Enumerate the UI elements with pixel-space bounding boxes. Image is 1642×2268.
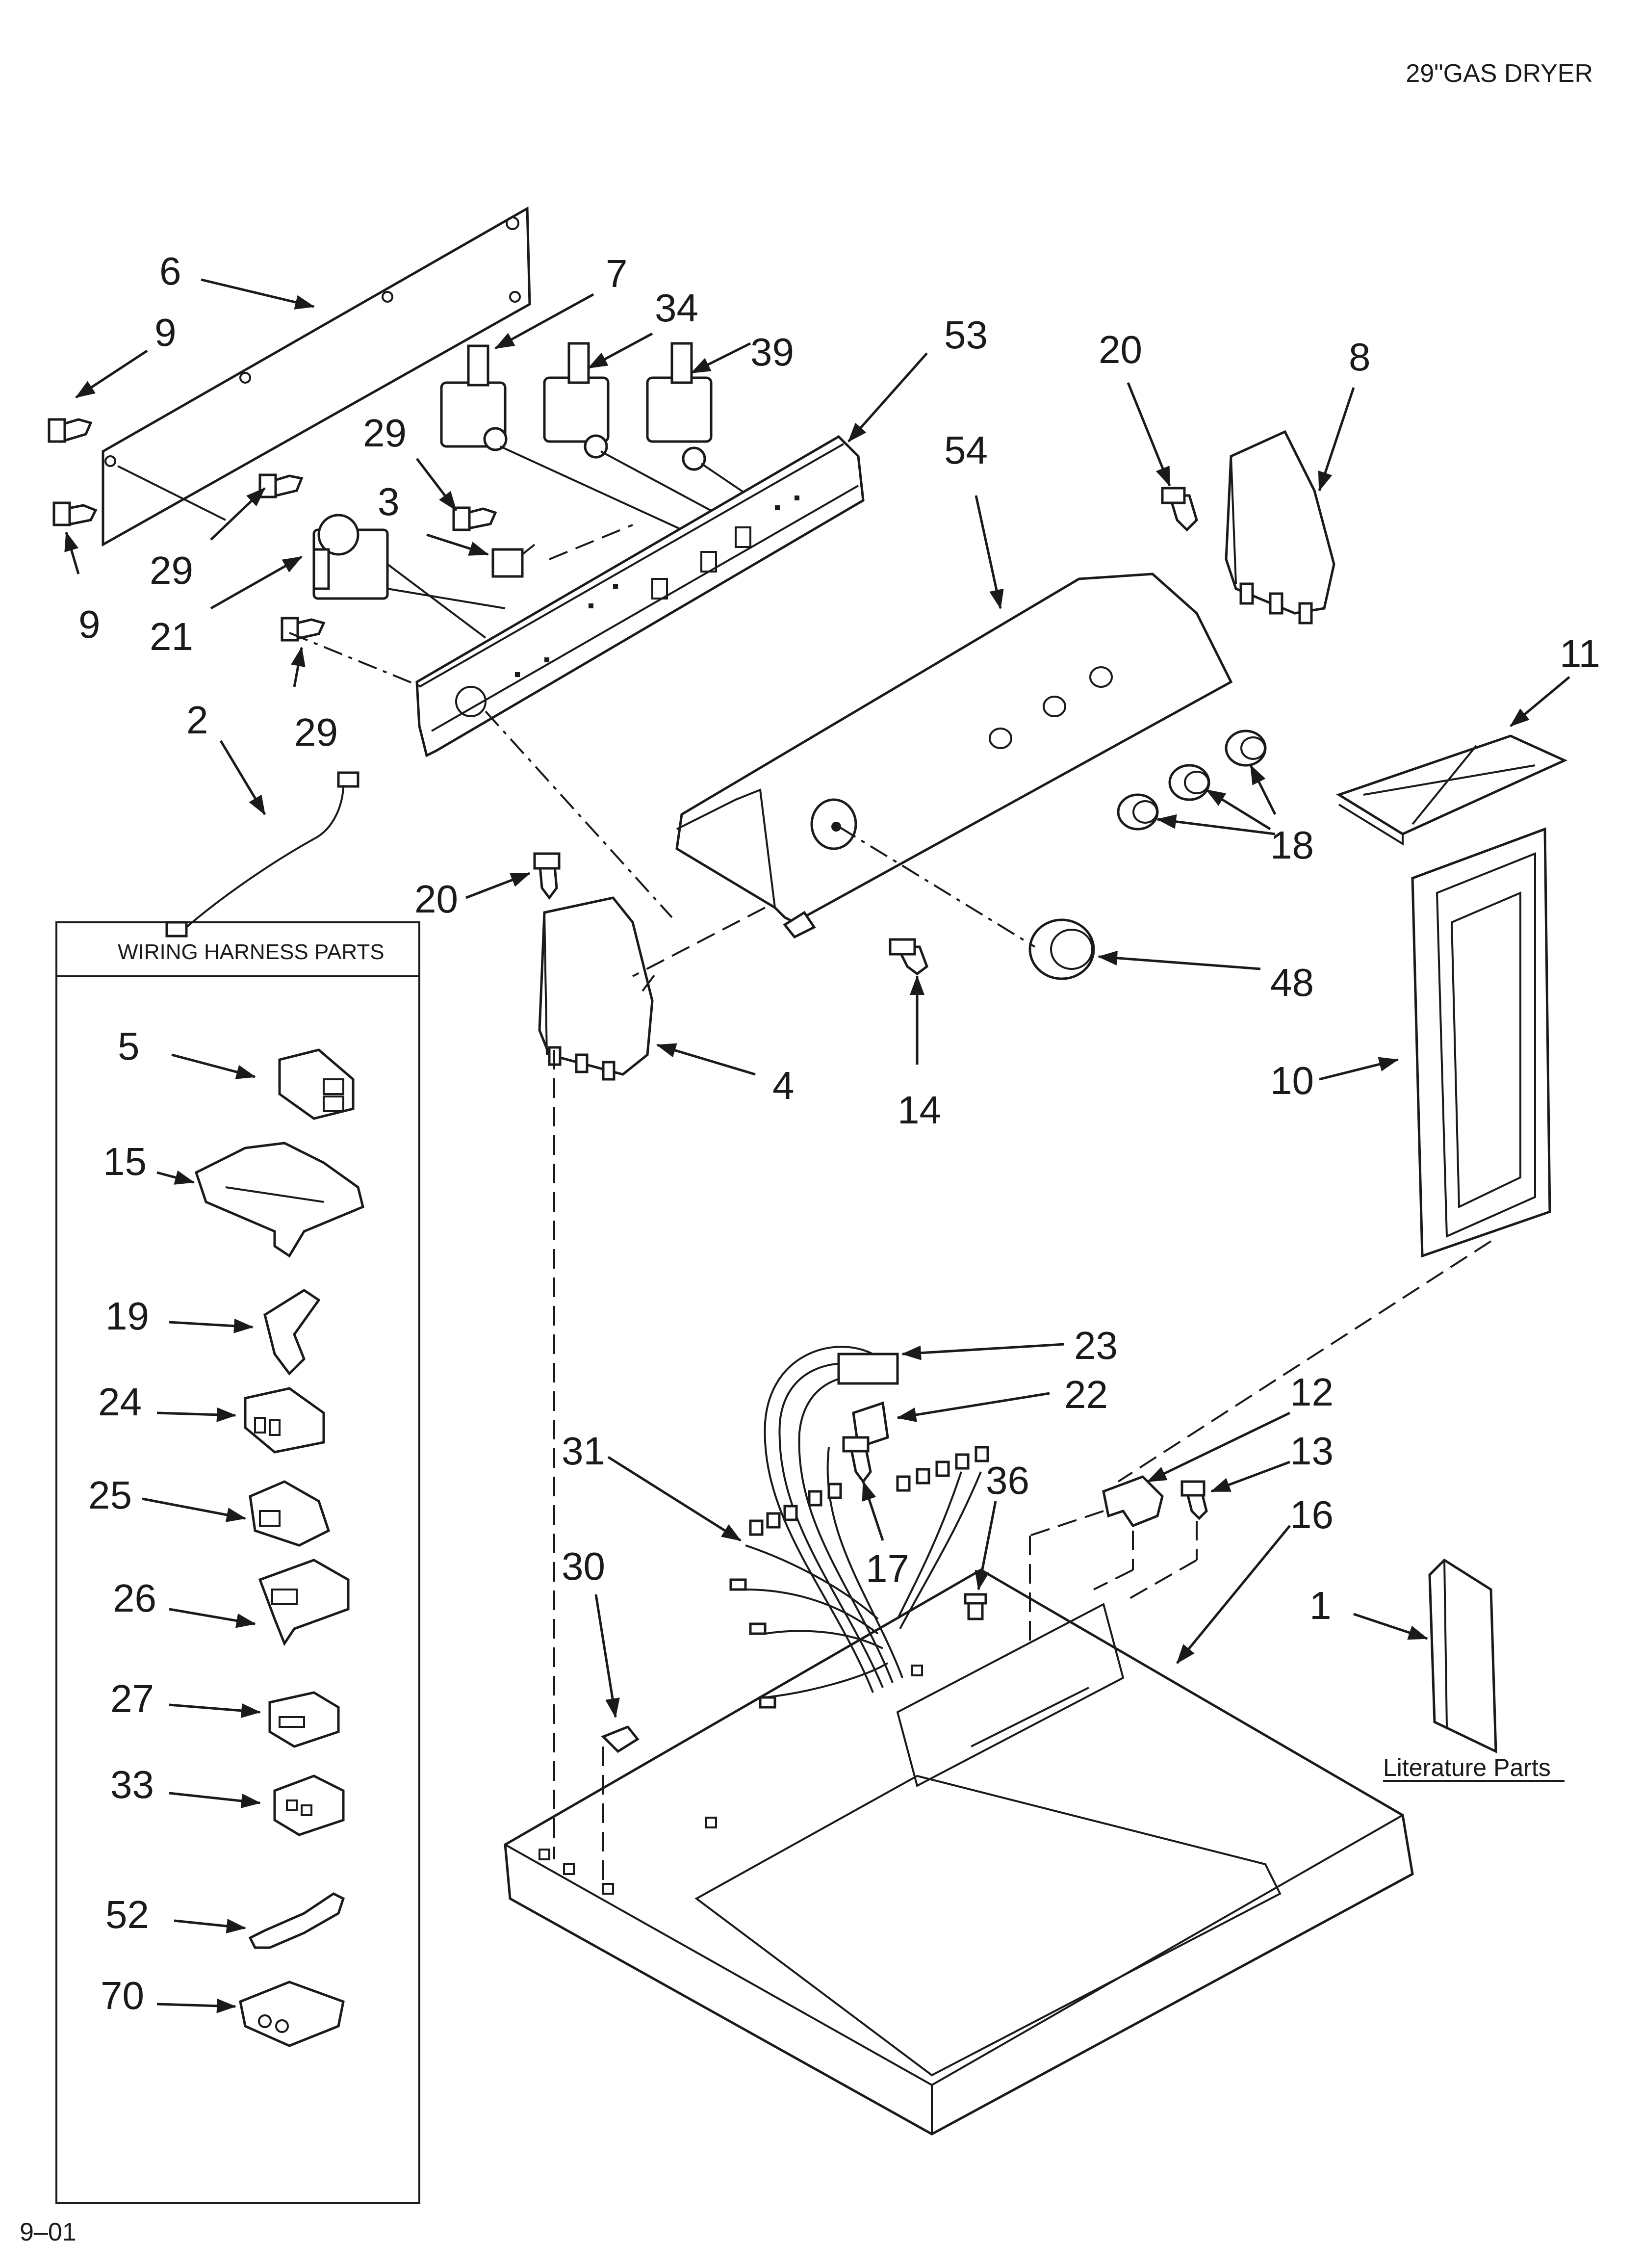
console-panel-part-54: [675, 573, 1233, 939]
harness-item-33: 33: [110, 1763, 154, 1806]
callout-17: 17: [866, 1547, 909, 1590]
bracket-part-12: [1102, 1475, 1164, 1528]
callout-39: 39: [750, 330, 794, 374]
callout-29-bottom: 29: [294, 710, 338, 754]
harness-item-24: 24: [98, 1380, 142, 1424]
screw-part-36: [964, 1593, 987, 1620]
terminal-part-52: [248, 1892, 345, 1949]
connector-part-24: [244, 1387, 325, 1454]
literature-block: 1 Literature Parts: [1309, 1584, 1565, 1782]
connector-part-26: [258, 1559, 350, 1646]
connector-part-15: [194, 1142, 364, 1258]
callout-6: 6: [159, 249, 181, 293]
screw-part-29-lower: [281, 617, 326, 642]
literature-part-1: [1428, 1558, 1497, 1754]
screw-part-13: [1180, 1480, 1208, 1520]
knob-part-18-c: [1117, 793, 1159, 831]
callout-20-right: 20: [1099, 328, 1142, 371]
callout-54: 54: [944, 428, 988, 472]
callout-30: 30: [562, 1544, 605, 1588]
callout-16: 16: [1290, 1493, 1334, 1537]
callout-21: 21: [150, 615, 193, 658]
screw-part-9-upper: [48, 418, 93, 443]
callout-14: 14: [898, 1088, 941, 1132]
wiring-harness-box: WIRING HARNESS PARTS 5 15 19 24 25: [55, 921, 420, 2204]
connector-part-25: [249, 1480, 331, 1547]
switch-part-34: [543, 342, 766, 541]
connector-part-70: [239, 1981, 345, 2047]
connector-part-27: [268, 1691, 340, 1748]
clip-part-19: [263, 1289, 321, 1376]
page-footer-code: 9–01: [20, 2218, 77, 2246]
knob-part-18-a: [1225, 730, 1267, 767]
callout-34: 34: [655, 286, 698, 330]
knob-part-48: [1028, 918, 1095, 980]
assembly-lines: [289, 524, 1492, 1884]
harness-item-26: 26: [113, 1576, 156, 1620]
harness-item-25: 25: [88, 1473, 132, 1517]
harness-item-70: 70: [101, 1974, 144, 2017]
lint-housing-part-10: [1411, 827, 1551, 1258]
timer-part-21: [312, 514, 506, 639]
callout-11: 11: [1560, 632, 1600, 676]
harness-item-5: 5: [118, 1024, 140, 1068]
end-cap-part-8: [1225, 430, 1335, 625]
callout-29-top: 29: [363, 411, 407, 455]
connector-part-33: [273, 1774, 345, 1836]
harness-item-19: 19: [105, 1294, 149, 1338]
screw-part-29-mid: [452, 506, 497, 531]
callout-4: 4: [772, 1064, 795, 1107]
callout-53: 53: [944, 313, 988, 357]
end-cap-part-4: [538, 896, 654, 1081]
callout-10: 10: [1270, 1059, 1314, 1102]
knob-part-18-b: [1168, 764, 1210, 801]
callout-7: 7: [606, 252, 628, 295]
screw-part-14: [889, 938, 928, 976]
harness-item-27: 27: [110, 1677, 154, 1721]
screw-part-20-upper: [1161, 487, 1198, 532]
callout-23: 23: [1074, 1324, 1118, 1367]
callout-12: 12: [1290, 1370, 1334, 1414]
wire-part-2: [165, 771, 359, 938]
lint-screen-part-11: [1336, 734, 1568, 846]
screw-part-9-lower: [52, 501, 98, 526]
callout-22: 22: [1064, 1373, 1108, 1416]
rear-panel-part-6: [102, 206, 531, 547]
screw-part-20-lower: [533, 852, 561, 900]
callout-13: 13: [1290, 1429, 1334, 1473]
wire-harness-part-23: [729, 1346, 989, 1709]
screw-part-17: [842, 1436, 872, 1484]
harness-item-15: 15: [103, 1140, 147, 1183]
bracket-part-3: [491, 544, 536, 578]
clip-part-30: [601, 1725, 640, 1753]
callout-9-lower: 9: [78, 602, 101, 646]
wiring-harness-title: WIRING HARNESS PARTS: [118, 940, 385, 964]
harness-item-52: 52: [105, 1893, 149, 1936]
switch-part-7: [440, 344, 736, 555]
control-panel-bracket-part-53: [415, 435, 865, 757]
page-title: 29"GAS DRYER: [1406, 59, 1593, 88]
callout-3: 3: [378, 480, 400, 523]
base-top-part-16: [504, 1568, 1414, 2136]
screw-part-29-upper: [258, 473, 304, 498]
leader-arrows: [64, 278, 1570, 1718]
literature-parts-label: Literature Parts: [1383, 1754, 1551, 1781]
callout-9-upper: 9: [154, 311, 177, 354]
callout-8: 8: [1349, 335, 1371, 379]
callout-labels: 6 9 9 29 29 29 7 34 39 53 54 3 21 2 20 8…: [78, 249, 1600, 1590]
callout-48: 48: [1270, 961, 1314, 1004]
callout-29-left: 29: [150, 548, 193, 592]
callout-36: 36: [986, 1459, 1029, 1502]
callout-2: 2: [186, 698, 208, 742]
callout-1: 1: [1309, 1584, 1332, 1627]
callout-18: 18: [1270, 823, 1314, 867]
callout-20-left: 20: [414, 877, 458, 921]
callout-31: 31: [562, 1429, 605, 1473]
connector-part-5: [278, 1048, 355, 1120]
